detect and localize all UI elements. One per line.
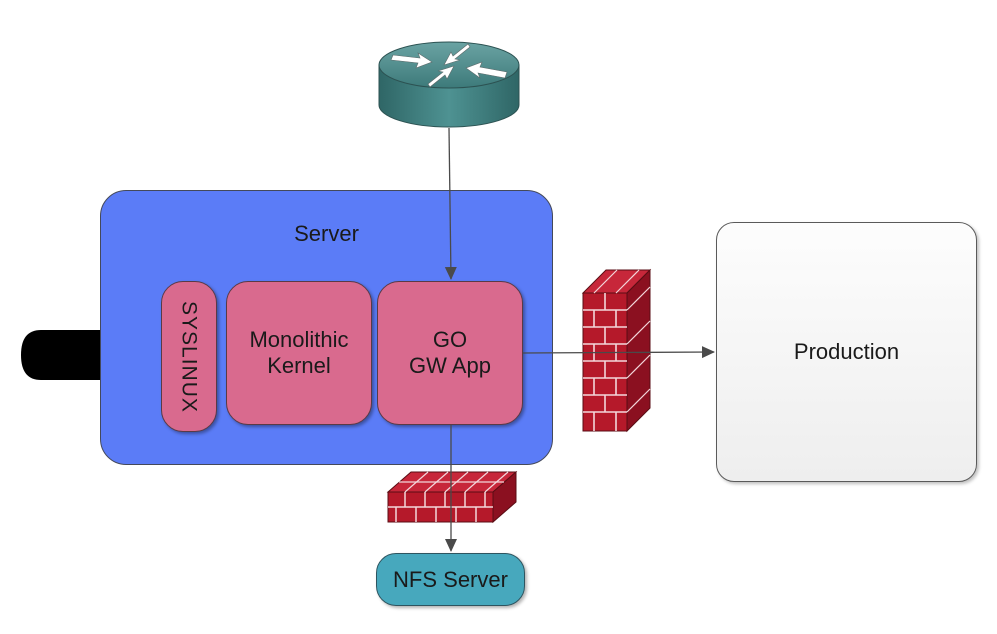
server-label: Server [294, 221, 359, 246]
nfs-server-box: NFS Server [376, 553, 525, 606]
syslinux-box: SYSLINUX [161, 281, 217, 432]
syslinux-label: SYSLINUX [177, 300, 201, 413]
kernel-label-line1: Monolithic [249, 326, 349, 352]
gw-app-label-line1: GO [432, 326, 468, 352]
router-icon [378, 41, 520, 128]
firewall-icon-bottom [386, 470, 518, 524]
kernel-box: Monolithic Kernel [226, 281, 372, 425]
production-box: Production [716, 222, 977, 482]
firewall-icon-right [581, 268, 652, 433]
gw-app-box: GO GW App [377, 281, 523, 425]
kernel-label-line2: Kernel [267, 353, 331, 378]
gw-app-label-line2: GW App [409, 353, 491, 378]
nfs-server-label: NFS Server [393, 566, 508, 592]
production-label: Production [793, 339, 900, 364]
